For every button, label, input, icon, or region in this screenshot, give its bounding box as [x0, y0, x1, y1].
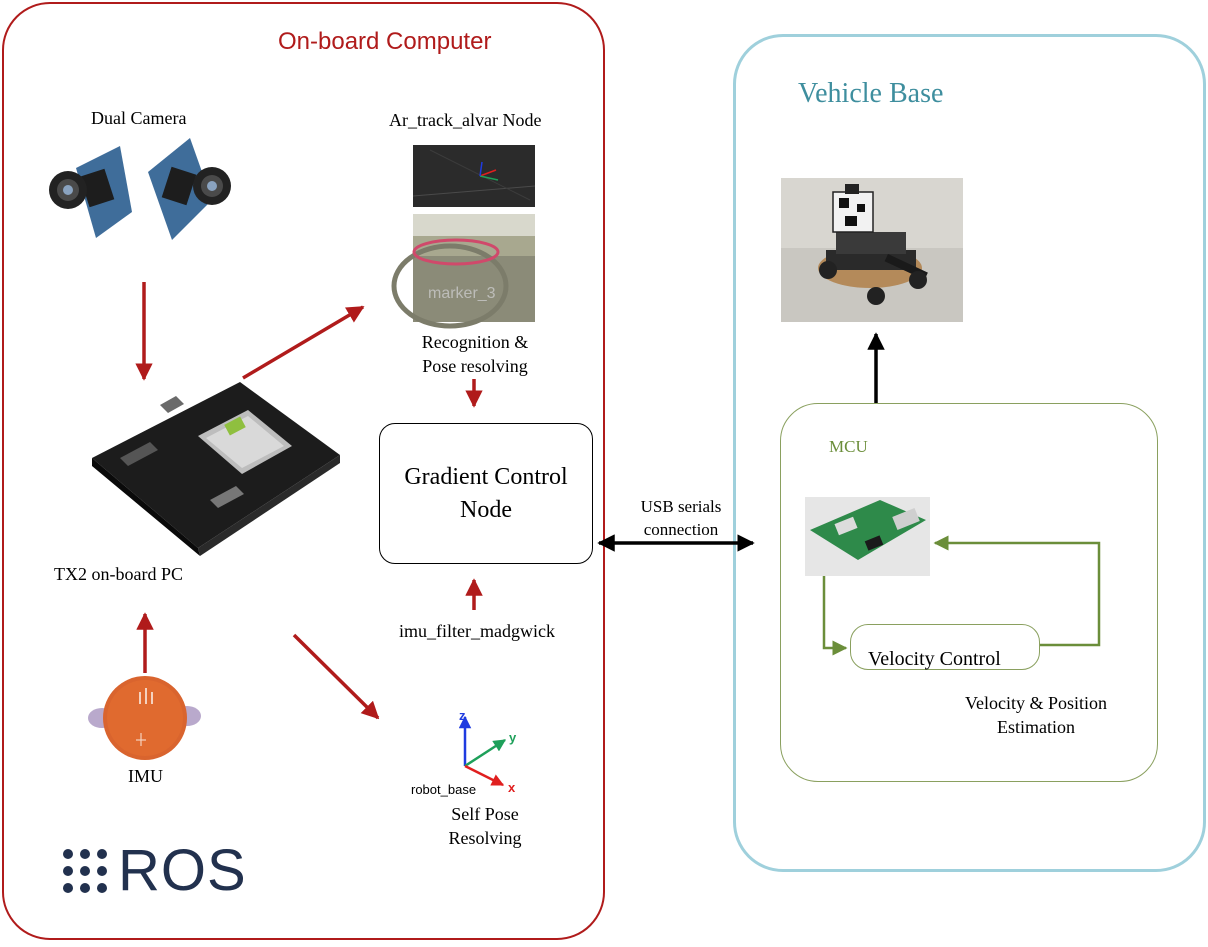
- ros-logo-icon: [63, 849, 107, 893]
- vehicle-base-title: Vehicle Base: [798, 78, 944, 109]
- robot-base-label: robot_base: [411, 782, 477, 797]
- dual-camera-image: [49, 138, 231, 240]
- ar-marker-text: marker_3: [428, 285, 496, 302]
- axis-z-label: z: [459, 708, 466, 723]
- usb-connection-label: USB serials connection: [621, 495, 741, 541]
- mcu-label: MCU: [829, 437, 868, 456]
- imu-image: [88, 676, 201, 760]
- imu-label: IMU: [128, 766, 163, 786]
- arrow-tx2-to-selfpose: [292, 633, 380, 720]
- velocity-control-box: [850, 624, 1040, 670]
- imu-filter-label: imu_filter_madgwick: [399, 621, 555, 641]
- velocity-position-line-1: Velocity & Position: [964, 693, 1107, 713]
- ar-track-label: Ar_track_alvar Node: [389, 110, 542, 130]
- tx2-board-image: [92, 382, 340, 556]
- robot-image: [781, 178, 963, 322]
- onboard-computer-title: On-board Computer: [278, 28, 492, 55]
- dual-camera-label: Dual Camera: [91, 108, 187, 128]
- mcu-box: [780, 403, 1158, 782]
- ar-track-screen-image: marker_3: [391, 145, 536, 329]
- usb-line-1: USB serials: [640, 497, 722, 516]
- mcu-board-image: [805, 497, 930, 576]
- velocity-position-line-2: Estimation: [997, 717, 1075, 737]
- recognition-label: Recognition & Pose resolving: [400, 330, 550, 378]
- arrow-mcu-to-velocity: [822, 576, 848, 656]
- ros-logo-text: ROS: [118, 838, 247, 903]
- arrow-tx2-to-artrack: [242, 305, 365, 380]
- arrow-velocity-feedback: [933, 535, 1101, 647]
- tx2-label: TX2 on-board PC: [54, 564, 183, 584]
- axis-x-label: x: [508, 780, 516, 795]
- self-pose-label: Self Pose Resolving: [435, 802, 535, 850]
- usb-line-2: connection: [643, 520, 719, 539]
- recognition-line-2: Pose resolving: [422, 356, 528, 376]
- self-pose-line-1: Self Pose: [451, 804, 519, 824]
- onboard-computer-panel: [2, 2, 605, 940]
- gradient-node-line-1: Gradient Control: [404, 463, 568, 490]
- axis-y-label: y: [509, 730, 517, 745]
- velocity-position-label: Velocity & Position Estimation: [946, 691, 1126, 739]
- vehicle-base-panel: [733, 34, 1206, 872]
- gradient-control-node: Gradient Control Node: [379, 423, 593, 564]
- self-pose-line-2: Resolving: [448, 828, 522, 848]
- gradient-node-line-2: Node: [460, 496, 512, 523]
- velocity-control-label: Velocity Control: [868, 648, 1001, 670]
- recognition-line-1: Recognition &: [421, 332, 529, 352]
- robot-base-axes: z y x: [458, 708, 517, 795]
